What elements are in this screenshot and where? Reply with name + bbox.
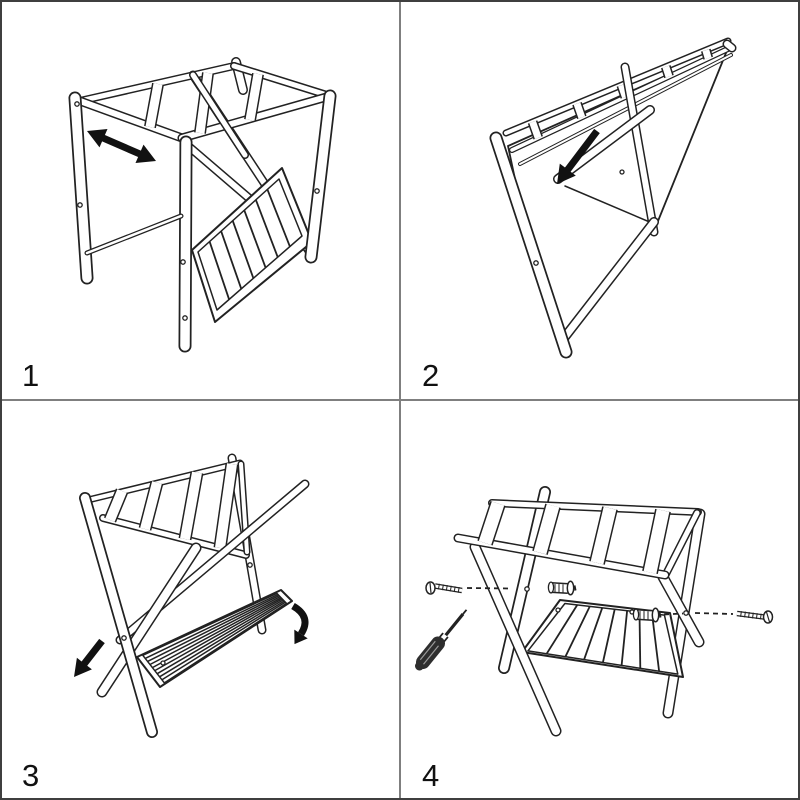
pivot-holes xyxy=(121,562,253,666)
barrel-nut-icon xyxy=(632,607,662,623)
horizontal-divider xyxy=(0,399,800,401)
rack-opened-shelf-tilted-icon xyxy=(74,453,310,738)
arrow-down-left-icon xyxy=(557,128,600,184)
alignment-dashes xyxy=(663,612,684,616)
pivot-holes xyxy=(524,586,689,616)
slatted-shelf xyxy=(136,589,293,688)
curved-fold-arrow-icon xyxy=(291,602,309,645)
top-straps xyxy=(144,71,264,159)
front-legs xyxy=(68,89,337,353)
step-number: 4 xyxy=(422,758,440,793)
barrel-nut-icon xyxy=(547,580,577,596)
pivot-holes xyxy=(74,101,320,321)
step-number: 1 xyxy=(22,358,40,393)
top-straps xyxy=(103,463,239,549)
slatted-shelf xyxy=(191,167,313,323)
front-legs xyxy=(469,541,705,737)
step-panel-3: 3 xyxy=(0,400,400,800)
alignment-dashes xyxy=(694,612,734,615)
top-straps xyxy=(477,500,671,575)
screw-icon xyxy=(425,581,463,595)
folded-frame-side xyxy=(507,47,729,342)
screw-icon xyxy=(736,610,774,624)
double-headed-diagonal-arrow-icon xyxy=(87,129,156,163)
step-panel-1: 1 xyxy=(0,0,400,400)
rack-folded-flat-tilted-icon xyxy=(489,37,737,359)
far-rail-edge xyxy=(518,39,737,166)
step-panel-4: 4 xyxy=(400,400,800,800)
rack-assembled-with-hardware-icon xyxy=(415,486,774,737)
folded-legs xyxy=(489,62,659,359)
rack-standing-shelf-folded-down-icon xyxy=(68,57,337,353)
top-frame-back xyxy=(488,499,702,578)
step-number: 3 xyxy=(22,758,40,793)
arrow-down-left-icon xyxy=(74,638,105,677)
step-panel-2: 2 xyxy=(400,0,800,400)
flathead-screwdriver-icon xyxy=(415,609,468,671)
step-number: 2 xyxy=(422,358,440,393)
left-x-legs xyxy=(79,492,202,738)
pivot-holes xyxy=(533,169,625,266)
alignment-dashes xyxy=(466,587,512,590)
strap-stubs xyxy=(527,48,713,140)
top-frame xyxy=(75,62,335,143)
